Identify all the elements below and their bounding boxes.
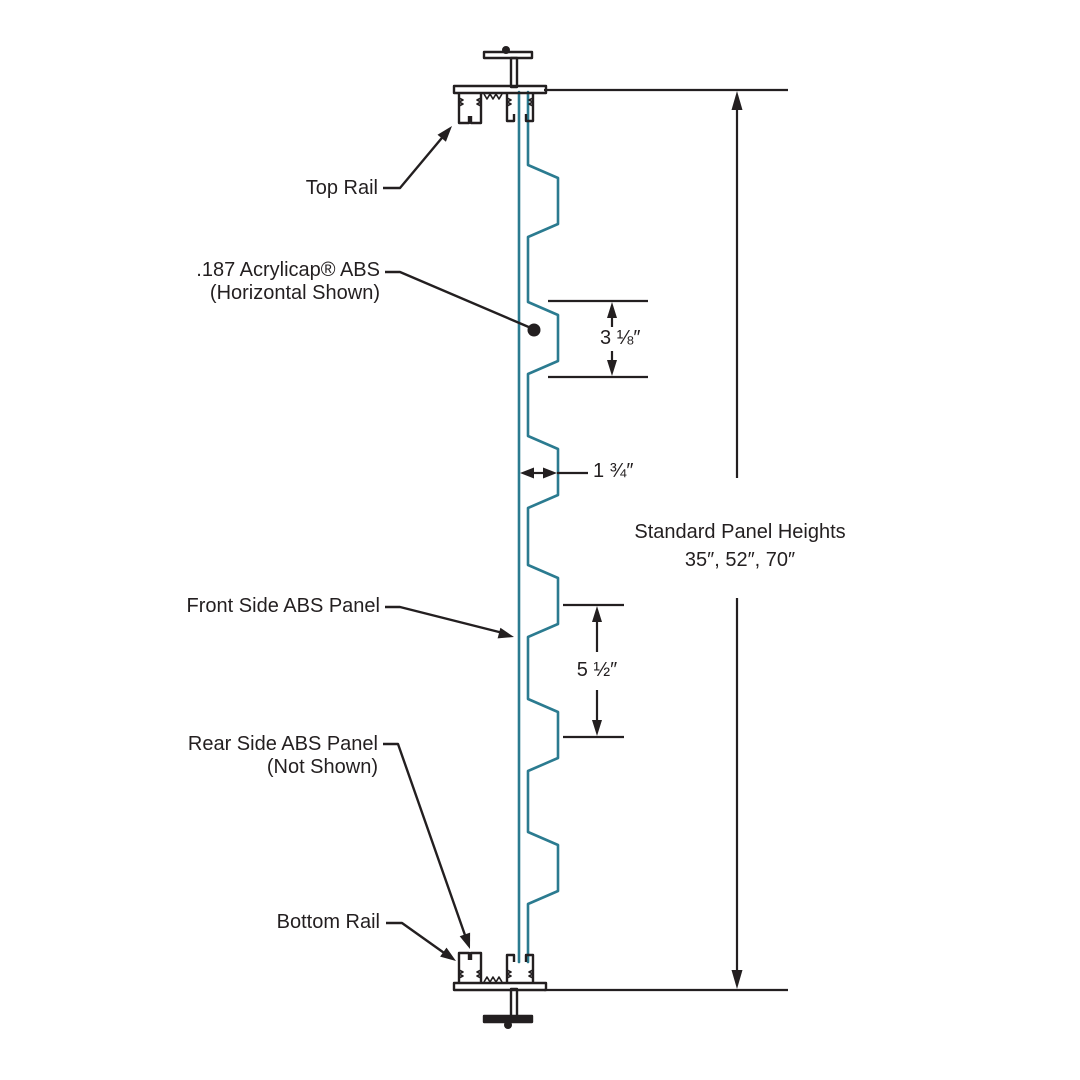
label-panel-heights-line1: Standard Panel Heights <box>634 521 846 543</box>
dim-rib-depth <box>520 467 588 479</box>
bottom-rail-serrations <box>458 969 534 983</box>
dim-panel-heights <box>544 88 788 992</box>
label-rear-panel-line2: (Not Shown) <box>266 756 378 778</box>
arrowhead-icon <box>437 126 452 142</box>
label-bottom-rail: Bottom Rail <box>276 911 380 933</box>
leader-dot <box>527 323 541 337</box>
top-rail-finger <box>457 93 471 125</box>
label-front-panel: Front Side ABS Panel <box>186 595 380 617</box>
panel-rib-profile-line <box>526 90 560 964</box>
dim-value-rib-pitch: 5 ½″ <box>576 659 618 681</box>
bottom-rail-plate <box>452 981 548 992</box>
dim-rib-height <box>548 299 648 379</box>
dim-value-rib-depth: 1 ¾″ <box>593 460 634 482</box>
top-rail-finger <box>505 93 516 123</box>
leader-bottom-rail <box>386 921 448 956</box>
arrowhead-icon <box>459 932 471 949</box>
top-hanger-stem <box>509 56 519 89</box>
leader-acrylicap <box>385 270 532 330</box>
leader-front-panel <box>385 605 504 635</box>
top-rail-profile <box>452 46 548 125</box>
label-rear-panel-line1: Rear Side ABS Panel <box>187 733 378 755</box>
top-rail-finger <box>524 93 535 123</box>
label-rear-panel: Rear Side ABS Panel (Not Shown) <box>188 733 378 779</box>
top-rail-finger <box>469 93 483 125</box>
dim-value-rib-height: 3 ⅛″ <box>600 327 641 349</box>
label-acrylicap-line2: (Horizontal Shown) <box>209 282 380 304</box>
label-panel-heights-line2: 35″, 52″, 70″ <box>684 549 796 571</box>
bottom-rail-finger <box>505 953 516 983</box>
label-acrylicap: .187 Acrylicap® ABS (Horizontal Shown) <box>196 259 380 305</box>
leader-top-rail <box>383 132 447 190</box>
arrow-right-icon <box>543 467 557 479</box>
arrow-down-icon <box>592 720 602 736</box>
arrow-down-icon <box>607 360 617 376</box>
label-panel-heights: Standard Panel Heights 35″, 52″, 70″ <box>625 518 855 574</box>
arrow-up-icon <box>592 606 602 622</box>
top-rail-serrations <box>458 93 534 107</box>
top-hanger-screw-dot <box>502 46 510 54</box>
bottom-rail-profile <box>452 951 548 1029</box>
top-rail-plate <box>452 84 548 95</box>
bottom-foot-screw-dot <box>504 1021 512 1029</box>
label-top-rail: Top Rail <box>305 177 378 199</box>
arrow-up-icon <box>731 91 743 110</box>
bottom-foot-stem <box>509 987 519 1019</box>
arrow-up-icon <box>607 302 617 318</box>
bottom-rail-finger <box>457 951 471 983</box>
arrowhead-icon <box>497 627 514 639</box>
arrowhead-icon <box>440 947 456 961</box>
abs-panel-profile <box>517 90 560 964</box>
bottom-rail-finger <box>469 951 483 983</box>
arrow-left-icon <box>520 467 534 479</box>
label-acrylicap-line1: .187 Acrylicap® ABS <box>196 259 380 281</box>
dim-rib-pitch <box>563 603 624 739</box>
leader-lines <box>383 126 541 961</box>
leader-rear-panel <box>383 742 468 939</box>
arrow-down-icon <box>731 970 743 989</box>
bottom-rail-finger <box>524 953 535 983</box>
